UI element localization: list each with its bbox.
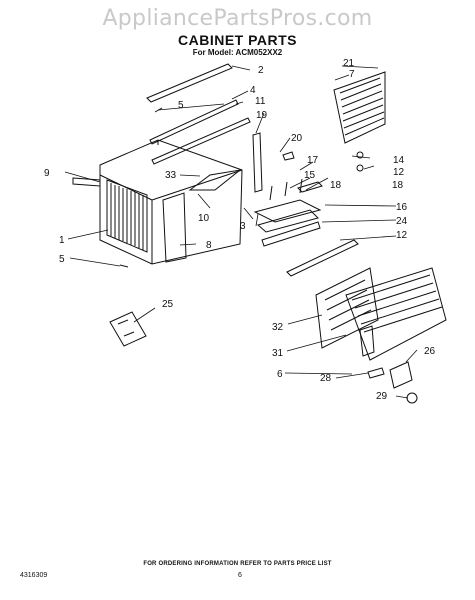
callout-29: 29 [376, 391, 388, 402]
part-18-assembly [253, 199, 322, 223]
callout-31: 31 [272, 348, 284, 359]
callout-3: 3 [240, 221, 246, 232]
cabinet-shell [99, 139, 243, 265]
callout-7: 5 [178, 100, 184, 111]
callout-19: 17 [307, 155, 319, 166]
vertical-bar-part [252, 132, 263, 193]
part-10-rail [72, 177, 101, 187]
side-louvers [106, 179, 148, 253]
mount-bracket-part [109, 311, 147, 347]
callout-11: 10 [198, 213, 210, 224]
callout-25: 26 [424, 346, 436, 357]
filter-part [315, 267, 379, 349]
filter-frame-part [333, 71, 386, 144]
callout-15: 12 [393, 167, 405, 178]
callout-20b: 18 [392, 180, 404, 191]
callout-20: 18 [330, 180, 342, 191]
side-panel-part [162, 192, 187, 263]
callout-23b: 21 [343, 58, 355, 69]
callout-17: 15 [304, 170, 316, 181]
callout-1: 1 [59, 235, 65, 246]
callout-24: 24 [396, 216, 408, 227]
callout-33: 33 [165, 170, 177, 181]
callout-18: 16 [396, 202, 408, 213]
callout-16: 14 [393, 155, 405, 166]
bracket-part [389, 361, 413, 389]
callout-23a: 20 [291, 133, 303, 144]
callout-10: 9 [44, 168, 50, 179]
callout-32: 32 [272, 322, 284, 333]
callout-8: 7 [349, 69, 355, 80]
callout-12: 11 [255, 96, 266, 107]
front-grille-part [345, 267, 447, 361]
callout-6: 6 [277, 369, 283, 380]
callout-5: 5 [59, 254, 65, 265]
document-number: 4316309 [20, 572, 48, 579]
callout-9: 8 [206, 240, 212, 251]
callout-2: 2 [258, 65, 264, 76]
callout-14: 12 [396, 230, 408, 241]
callout-26: 25 [162, 299, 174, 310]
callout-28: 28 [320, 373, 332, 384]
top-rail-part [146, 63, 233, 103]
page-title: CABINET PARTS [177, 32, 298, 48]
page-number: 6 [238, 572, 242, 579]
callout-4: 4 [250, 85, 256, 96]
model-line: For Model: ACM052XX2 [192, 48, 283, 57]
ordering-note: FOR ORDERING INFORMATION REFER TO PARTS … [143, 561, 332, 567]
callout-21: 19 [256, 110, 268, 121]
rail-part-2 [151, 117, 251, 165]
watermark: AppliancePartsPros.com [102, 6, 373, 31]
bottom-rail-part [286, 239, 359, 277]
